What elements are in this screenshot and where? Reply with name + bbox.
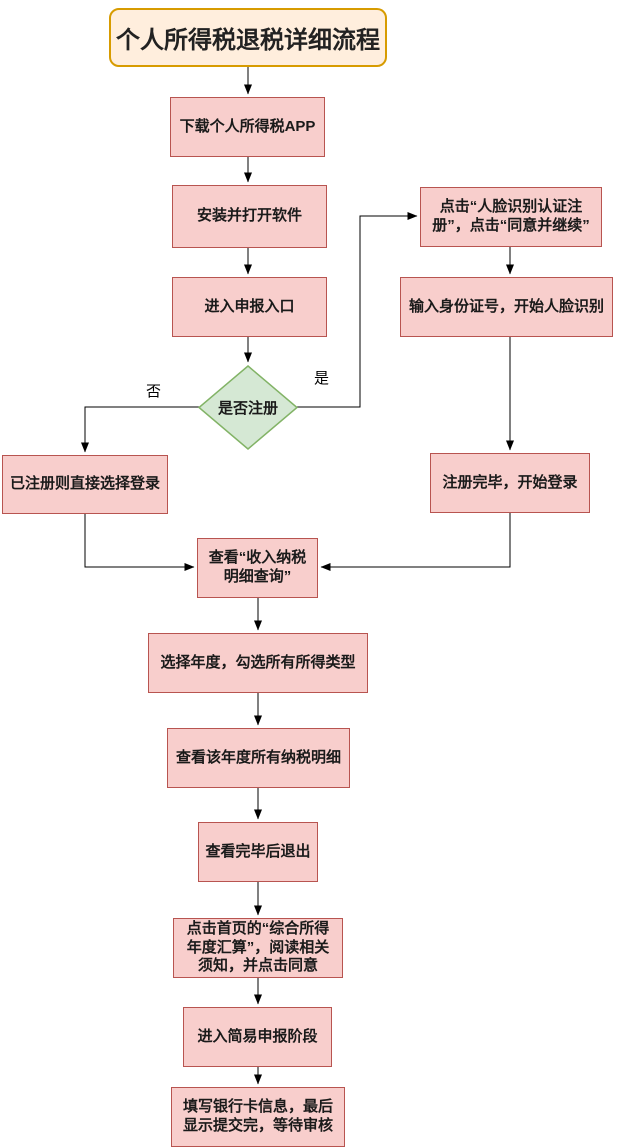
node-login-direct: 已注册则直接选择登录 xyxy=(2,455,168,514)
node-declare-entry: 进入申报入口 xyxy=(172,277,327,337)
node-face-register: 点击“人脸识别认证注 册”，点击“同意并继续” xyxy=(420,187,602,247)
edge-decision-no xyxy=(81,406,199,453)
node-id-face-recognition: 输入身份证号，开始人脸识别 xyxy=(400,277,613,337)
node-income-query: 查看“收入纳税 明细查询” xyxy=(197,538,318,598)
node-exit-after-view: 查看完毕后退出 xyxy=(198,822,318,882)
node-decision-registered: 是否注册 xyxy=(198,365,298,450)
edge-decision-yes xyxy=(297,212,418,408)
edge-logindirect-incomequery xyxy=(84,514,195,571)
node-bank-submit: 填写银行卡信息，最后 显示提交完，等待审核 xyxy=(171,1087,345,1147)
node-annual-settlement: 点击首页的“综合所得 年度汇算”，阅读相关 须知，并点击同意 xyxy=(173,918,343,978)
flowchart-title: 个人所得税退税详细流程 xyxy=(109,8,387,67)
node-download-app: 下载个人所得税APP xyxy=(170,97,325,157)
decision-diamond-shape xyxy=(198,365,298,450)
edge-label-yes: 是 xyxy=(314,370,330,387)
node-register-done: 注册完毕，开始登录 xyxy=(430,453,590,513)
node-install-open: 安装并打开软件 xyxy=(172,185,327,248)
node-view-detail: 查看该年度所有纳税明细 xyxy=(167,728,350,788)
decision-label: 是否注册 xyxy=(217,400,278,417)
node-select-year: 选择年度，勾选所有所得类型 xyxy=(148,633,368,693)
node-simple-declare: 进入简易申报阶段 xyxy=(183,1007,332,1067)
edge-label-no: 否 xyxy=(146,383,162,400)
edge-registerdone-incomequery xyxy=(320,513,511,571)
